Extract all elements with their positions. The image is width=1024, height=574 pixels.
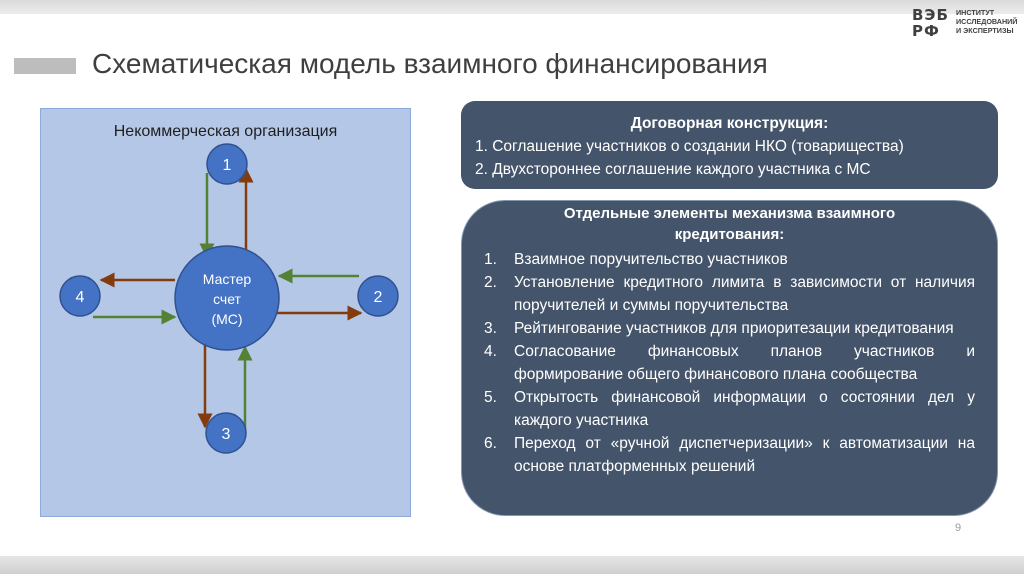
list-item-number: 4. bbox=[484, 343, 497, 360]
logo-mark: ВЭБ РФ bbox=[912, 7, 949, 39]
master-account-label: счет bbox=[213, 291, 241, 307]
logo-line: ИССЛЕДОВАНИЙ bbox=[956, 17, 1018, 26]
participant-node-2 bbox=[357, 275, 399, 317]
participant-node-2-label: 2 bbox=[374, 289, 383, 306]
participant-node-3-label: 3 bbox=[222, 426, 231, 443]
logo-line: ИНСТИТУТ bbox=[956, 8, 995, 17]
page-number: 9 bbox=[955, 522, 962, 534]
list-item-text: Согласование финансовых планов участнико… bbox=[514, 343, 975, 383]
nko-diagram: Некоммерческая организация Мастер счет (… bbox=[40, 108, 411, 517]
contract-line: 1. Соглашение участников о создании НКО … bbox=[475, 138, 904, 155]
contract-box: Договорная конструкция: 1. Соглашение уч… bbox=[461, 101, 998, 189]
participant-node-3 bbox=[205, 412, 247, 454]
list-item-text: Переход от «ручной диспетчеризации» к ав… bbox=[514, 435, 975, 475]
participant-node-1 bbox=[206, 143, 248, 185]
list-item-text: Открытость финансовой информации о состо… bbox=[514, 389, 975, 429]
contract-line: 2. Двухстороннее соглашение каждого учас… bbox=[475, 161, 871, 178]
mechanism-box: Отдельные элементы механизма взаимного к… bbox=[461, 200, 998, 516]
logo-text: ИНСТИТУТ ИССЛЕДОВАНИЙ И ЭКСПЕРТИЗЫ bbox=[956, 8, 1017, 35]
participant-node-4-label: 4 bbox=[76, 289, 85, 306]
title-accent-bar bbox=[14, 58, 76, 74]
list-item: 1. Взаимное поручительство участников bbox=[484, 248, 975, 271]
list-item: 3. Рейтингование участников для приорите… bbox=[484, 317, 975, 340]
top-frame-bar bbox=[0, 0, 1024, 14]
list-item-text: Рейтингование участников для приоритезац… bbox=[514, 320, 954, 337]
list-item-number: 3. bbox=[484, 320, 497, 337]
mechanism-list: 1. Взаимное поручительство участников 2.… bbox=[484, 248, 975, 478]
bottom-frame-bar bbox=[0, 556, 1024, 574]
list-item-number: 5. bbox=[484, 389, 497, 406]
master-account-node bbox=[174, 245, 280, 351]
list-item-number: 6. bbox=[484, 435, 497, 452]
list-item: 6. Переход от «ручной диспетчеризации» к… bbox=[484, 432, 975, 478]
list-item: 4. Согласование финансовых планов участн… bbox=[484, 340, 975, 386]
list-item-text: Взаимное поручительство участников bbox=[514, 251, 788, 268]
list-item-text: Установление кредитного лимита в зависим… bbox=[514, 274, 975, 314]
logo-mark-top: ВЭБ bbox=[912, 6, 949, 24]
master-account-label: (МС) bbox=[211, 311, 242, 327]
mechanism-heading: Отдельные элементы механизма взаимного к… bbox=[563, 205, 896, 243]
list-item-number: 2. bbox=[484, 274, 497, 291]
page-title: Схематическая модель взаимного финансиро… bbox=[92, 48, 768, 79]
veb-logo: ВЭБ РФ ИНСТИТУТ ИССЛЕДОВАНИЙ И ЭКСПЕРТИЗ… bbox=[912, 7, 1017, 41]
diagram-svg: Мастер счет (МС) 1 2 3 4 bbox=[59, 143, 399, 454]
participant-node-1-label: 1 bbox=[223, 157, 232, 174]
master-account-label: Мастер bbox=[203, 271, 252, 287]
list-item: 5. Открытость финансовой информации о со… bbox=[484, 386, 975, 432]
diagram-label: Некоммерческая организация bbox=[113, 123, 338, 140]
logo-line: И ЭКСПЕРТИЗЫ bbox=[956, 26, 1014, 35]
participant-node-4 bbox=[59, 275, 101, 317]
contract-heading: Договорная конструкция: bbox=[630, 115, 829, 132]
list-item: 2. Установление кредитного лимита в зави… bbox=[484, 271, 975, 317]
list-item-number: 1. bbox=[484, 251, 497, 268]
logo-mark-bottom: РФ bbox=[912, 22, 940, 40]
